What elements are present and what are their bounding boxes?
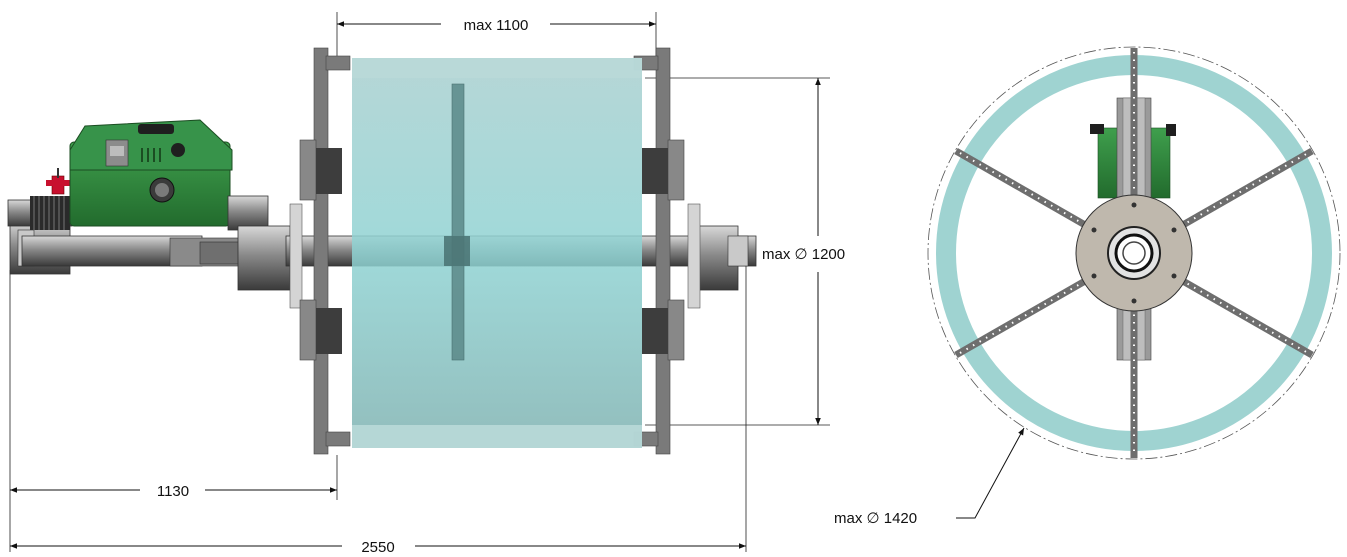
dimension-lines <box>10 21 821 549</box>
extension-lines <box>9 12 830 552</box>
reel-drum <box>352 58 642 448</box>
dim-front-diameter-label: max ∅ 1420 <box>834 510 917 527</box>
front-view: max ∅ 1420 <box>834 46 1341 527</box>
max-envelope-circle <box>927 46 1341 460</box>
dim-width-label: max 1100 <box>464 17 529 34</box>
dim-1130-label: 1130 <box>157 483 189 500</box>
side-view: max 1100 max ∅ 1200 1130 2550 <box>7 12 845 556</box>
dim-side-diameter-label: max ∅ 1200 <box>762 246 845 263</box>
red-valve-icon <box>46 168 70 195</box>
left-shaft-assembly <box>7 168 251 275</box>
leader-line <box>956 427 1025 519</box>
green-motor-housing <box>69 119 269 231</box>
hub-flange <box>1075 194 1193 312</box>
dim-total-length-label: 2550 <box>361 539 394 556</box>
bellows-coupling <box>30 196 70 230</box>
left-frame-arms <box>299 47 351 455</box>
